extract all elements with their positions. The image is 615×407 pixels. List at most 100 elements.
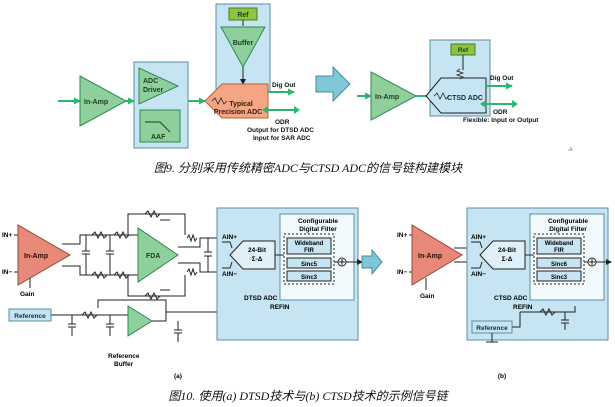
in-amp-triangle: [79, 75, 128, 127]
fda-out-minus: [178, 262, 222, 273]
fir-label-1: Wideband: [295, 241, 324, 247]
odr-right-label: ODR: [493, 109, 508, 116]
fir-b-label-1: Wideband: [545, 241, 574, 247]
sinc6-label: Sinc6: [551, 262, 568, 268]
amp-out-minus: [62, 265, 140, 276]
transition-arrow: [315, 65, 351, 103]
sinc5-label: Sinc5: [301, 262, 318, 268]
anti-alias-cap: [204, 238, 212, 272]
sd-b-label-2: Σ-Δ: [502, 256, 513, 263]
sar-adc-block: [204, 83, 269, 119]
resistor-icon: [211, 97, 228, 105]
dig-out-right-label: Dig Out: [490, 75, 514, 82]
gain-b-label: Gain: [420, 293, 434, 300]
gain-a-label: Gain: [20, 291, 34, 298]
fda-label: FDA: [146, 253, 160, 260]
filter-dashed-group: [283, 233, 335, 285]
odr-right-arrow-right: [512, 100, 518, 108]
refin-b-wire: [520, 306, 576, 313]
out-resistor-plus: [186, 233, 198, 243]
aaf-block: [139, 109, 181, 143]
shunt-cap-2: [106, 235, 114, 275]
filter-b-title-2: Digital Filter: [549, 226, 587, 233]
buffer-feedback: [97, 299, 167, 322]
adc-driver-triangle: [138, 67, 180, 105]
in-minus-b-label: IN−: [397, 269, 408, 276]
filter-b-dashed-group: [533, 233, 585, 285]
reference-label: Reference: [14, 313, 46, 320]
fda-triangle: [137, 227, 179, 283]
in-amp-a-triangle: [17, 224, 72, 286]
odr-label: ODR: [275, 119, 290, 126]
sar-label-2: Precision ADC: [214, 109, 262, 116]
sd-b-label-1: 24-Bit: [498, 247, 517, 254]
ref-resistor-icon: [455, 68, 465, 80]
resistor-3: [113, 230, 130, 240]
ain-plus-b-label: AIN+: [471, 234, 486, 241]
figure-9-caption: 图9. 分别采用传统精密ADC与CTSD ADC的信号链构建模块: [154, 161, 463, 175]
buffer-triangle: [220, 26, 266, 69]
sinc3-label: Sinc3: [301, 275, 318, 281]
reference-b-label: Reference: [476, 325, 508, 332]
figure-b-label: (b): [498, 373, 506, 380]
resistor-1: [91, 230, 108, 240]
return-mark: [568, 146, 573, 151]
fda-out-plus: [178, 237, 222, 248]
sinc3-box: [286, 270, 332, 282]
shunt-cap-1: [82, 235, 90, 275]
resistor-right-icon: [433, 92, 450, 100]
in-plus-label: IN+: [2, 232, 13, 239]
in-amp-right-triangle: [370, 71, 418, 121]
filter-title-2: Digital Filter: [299, 226, 337, 233]
feedback-resistor-top: [144, 209, 161, 219]
odr-arrow-right: [294, 106, 300, 114]
fir-box: [286, 237, 332, 255]
refin-label: REFIN: [270, 304, 290, 311]
fir-label-2: FIR: [304, 248, 314, 254]
ain-plus-wire: [222, 241, 233, 249]
buffer-out-cap: [174, 321, 182, 342]
digital-filter-block: [279, 213, 355, 301]
out-resistor-minus: [186, 267, 198, 277]
reference-buffer-triangle: [127, 305, 153, 337]
ctsd-adc-b-label: CTSD ADC: [494, 295, 528, 302]
reference-resistor: [81, 310, 98, 320]
resistor-2: [91, 270, 108, 280]
ain-plus-label: AIN+: [222, 234, 237, 241]
filter-title-1: Configurable: [298, 218, 338, 225]
ref-label: Ref: [237, 12, 249, 19]
in-amp-b-triangle: [411, 224, 463, 286]
figure-a-label: (a): [174, 373, 182, 380]
resistor-4: [113, 270, 130, 280]
refin-b-resistor: [539, 307, 556, 317]
fda-feedback-top: [127, 213, 186, 235]
sinc3-b-box: [536, 270, 582, 282]
in-amp-a-label: In-Amp: [24, 253, 48, 260]
adc-driver-label-2: Driver: [143, 87, 164, 94]
fir-b-box: [536, 237, 582, 255]
odr-note-2: Input for SAR ADC: [253, 135, 311, 142]
buffer-label: Buffer: [233, 40, 254, 47]
aaf-label: AAF: [151, 134, 166, 141]
sinc3-b-label: Sinc3: [551, 275, 568, 281]
digital-filter-b-block: [529, 213, 605, 301]
transition-arrow-2: [361, 248, 383, 276]
feedback-resistor-bottom: [144, 291, 161, 301]
in-amp-right-label: In-Amp: [375, 94, 399, 101]
odr-arrow-left: [262, 106, 268, 114]
flexible-label: Flexible: Input or Output: [463, 117, 539, 124]
ctsd-adc-label: CTSD ADC: [447, 95, 483, 102]
adc-driver-label-1: ADC: [143, 78, 158, 85]
figure-10b: IN+ IN− In-Amp Gain AIN+ AIN− 24-Bit Σ-Δ…: [397, 207, 612, 380]
sd-label-1: 24-Bit: [248, 247, 267, 254]
dig-out-label: Dig Out: [272, 82, 296, 89]
sinc5-box: [286, 257, 332, 269]
in-plus-b-label: IN+: [397, 232, 408, 239]
ref-right-label: Ref: [458, 47, 469, 54]
ain-plus-b-wire: [471, 241, 483, 249]
ref-buffer-label-2: Buffer: [114, 361, 134, 368]
figure-10-caption: 图10. 使用(a) DTSD技术与(b) CTSD技术的示例信号链: [168, 389, 449, 403]
filter-b-title-1: Configurable: [548, 218, 588, 225]
refin-b-cap: [561, 312, 569, 330]
